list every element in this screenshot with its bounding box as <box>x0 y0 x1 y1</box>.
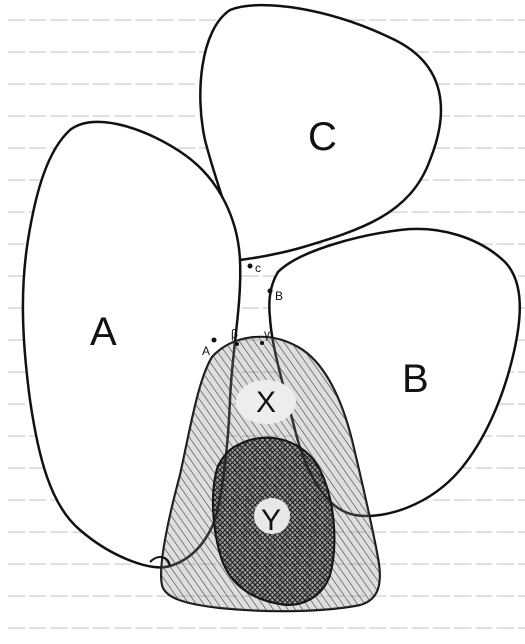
point-b-label: B <box>275 289 283 303</box>
point-b-dot <box>268 289 273 294</box>
point-c-label: c <box>255 261 261 275</box>
point-c-dot <box>248 264 253 269</box>
svg-text:— — — — — — — — — — — — — — —: — — — — — — — — — — — — — — — — — — — — … <box>7 617 525 636</box>
point-gamma-label: γ <box>264 327 270 341</box>
point-a-dot <box>212 338 217 343</box>
region-a-label: A <box>90 310 117 354</box>
region-y-label: Y <box>261 504 281 537</box>
region-c-label: C <box>308 115 337 159</box>
region-x-label: X <box>256 386 276 419</box>
point-beta-dot <box>235 342 239 346</box>
point-gamma-dot <box>260 341 264 345</box>
region-b-label: B <box>402 357 429 401</box>
point-a-label: A <box>202 344 210 358</box>
point-beta-label: β <box>231 327 238 341</box>
